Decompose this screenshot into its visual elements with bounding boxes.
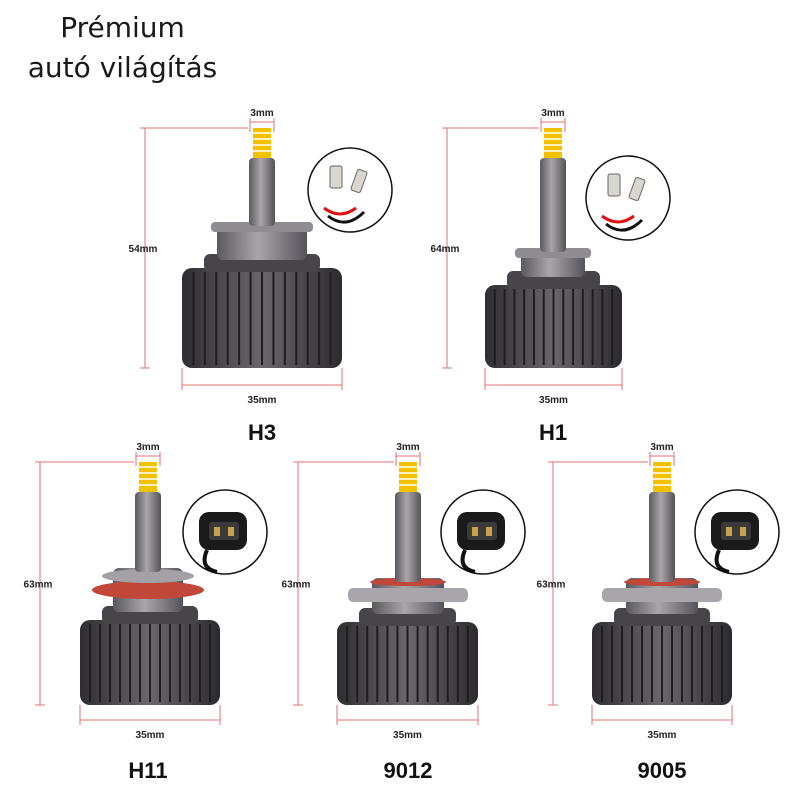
- black-wire: [327, 210, 366, 224]
- bulb-9005: 63mm 35mm 3mm 9005: [537, 442, 780, 783]
- width-label: 35mm: [393, 730, 422, 741]
- bulb-neck: [540, 158, 566, 252]
- spade-terminals-icon: [585, 155, 671, 241]
- bulb-neck: [395, 492, 421, 582]
- spade-terminal: [607, 173, 621, 197]
- seal-ring: [92, 581, 204, 599]
- spade-terminal: [350, 169, 368, 193]
- title-box: Prémium autó világítás: [0, 0, 245, 92]
- red-wire: [601, 214, 635, 224]
- plug-pin: [214, 527, 220, 536]
- 2-pin-plug-icon: [440, 489, 526, 575]
- bulb-9012: 63mm 35mm 3mm 9012: [282, 442, 526, 783]
- heatsink: [80, 606, 220, 705]
- title-line-1: Prémium: [60, 11, 185, 44]
- connector-cable: [714, 549, 730, 574]
- height-label: 63mm: [537, 580, 566, 591]
- connector-cable: [460, 549, 476, 574]
- plug-pin: [726, 527, 732, 536]
- spade-terminal: [329, 165, 343, 189]
- model-label: H1: [539, 420, 567, 445]
- height-label: 54mm: [129, 244, 158, 255]
- plug-pin: [228, 527, 234, 536]
- h11-flange: [102, 569, 194, 583]
- width-label: 35mm: [648, 730, 677, 741]
- chip-width-label: 3mm: [136, 442, 159, 453]
- height-label: 63mm: [24, 580, 53, 591]
- model-label: 9012: [384, 758, 433, 783]
- width-label: 35mm: [136, 730, 165, 741]
- spade-terminals-icon: [307, 147, 393, 233]
- height-label: 63mm: [282, 580, 311, 591]
- plug-pin: [740, 527, 746, 536]
- connector-cable: [202, 549, 218, 574]
- title-line-2: autó világítás: [27, 51, 218, 84]
- plug-socket: [467, 522, 497, 540]
- spade-terminal: [628, 177, 646, 201]
- plug-socket: [721, 522, 751, 540]
- heatsink: [337, 608, 478, 705]
- chip-width-label: 3mm: [650, 442, 673, 453]
- chip-width-label: 3mm: [541, 108, 564, 119]
- bulb-neck: [649, 492, 675, 582]
- plug-pin: [472, 527, 478, 536]
- width-label: 35mm: [539, 395, 568, 406]
- bulb-neck: [249, 158, 275, 226]
- heatsink: [592, 608, 732, 705]
- width-label: 35mm: [248, 395, 277, 406]
- connector-circle: [307, 147, 393, 233]
- heatsink: [182, 254, 342, 368]
- bulb-neck: [135, 492, 161, 572]
- model-label: H3: [248, 420, 276, 445]
- connector-circle: [585, 155, 671, 241]
- bulb-flange: [515, 248, 591, 258]
- plug-pin: [486, 527, 492, 536]
- 2-pin-plug-icon: [182, 489, 268, 575]
- plug-socket: [209, 522, 239, 540]
- heatsink: [485, 271, 622, 368]
- chip-width-label: 3mm: [250, 108, 273, 119]
- chip-width-label: 3mm: [396, 442, 419, 453]
- model-label: H11: [128, 758, 167, 783]
- height-label: 64mm: [431, 244, 460, 255]
- 2-pin-plug-icon: [694, 489, 780, 575]
- black-wire: [605, 218, 644, 232]
- red-wire: [323, 206, 357, 216]
- bulb-flange: [211, 222, 313, 232]
- bulb-flange: [348, 588, 468, 602]
- bulb-flange: [602, 588, 722, 602]
- model-label: 9005: [638, 758, 687, 783]
